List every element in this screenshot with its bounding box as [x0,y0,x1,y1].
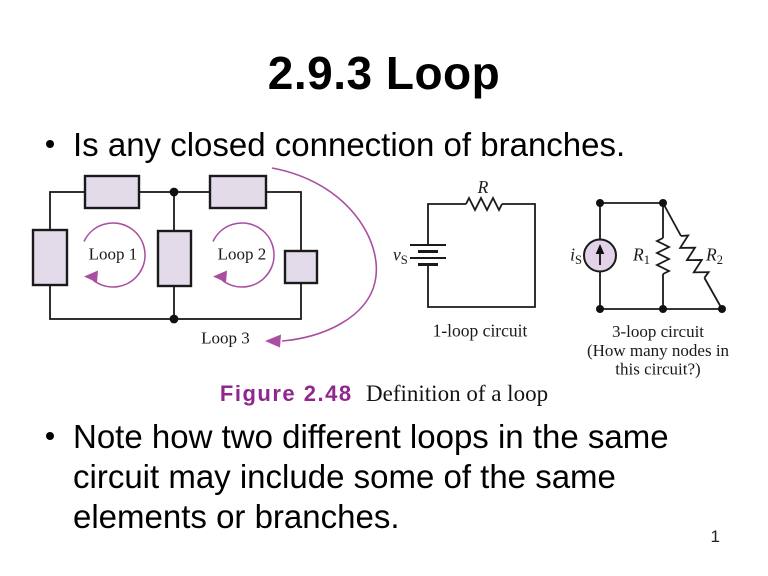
resistor-R1-label: R1 [632,245,650,268]
figure-caption-label: Figure 2.48 [219,381,353,406]
loop3-arrow-curve [271,167,378,342]
resistor-R2-zigzag-icon [678,234,711,279]
vs-source-label: vS [393,245,408,268]
three-loop-caption-line3: this circuit?) [615,360,700,379]
three-loop-circuit-diagram: iS R1 R2 3-loop circuit (How many nodes … [570,199,730,379]
bullet-text-1: Is any closed connection of branches. [73,126,626,163]
branch-box-right [283,249,319,285]
battery-icon [410,244,446,266]
left-circuit-diagram: Loop 1 Loop 2 Loop 3 [31,167,378,348]
resistor-R1-zigzag-icon [654,237,672,275]
three-loop-caption-line1: 3-loop circuit [612,322,704,341]
circuit-figure-svg: Loop 1 Loop 2 Loop 3 R vS 1-loop circuit [31,167,730,379]
vs-sub: S [401,253,408,267]
bullet-text-2: Note how two different loops in the same… [73,418,669,535]
resistor-R2-label: R2 [705,245,723,268]
r1-main: R [632,245,644,265]
page-number: 1 [710,527,720,546]
node-dot [659,305,667,313]
figure-caption: Figure 2.48 Definition of a loop [9,381,759,407]
loop3-arrowhead-icon [265,334,281,348]
loop2-label: Loop 2 [218,245,267,264]
loop3-label: Loop 3 [201,329,250,348]
r2-sub: 2 [717,253,723,267]
node-dot [659,199,667,207]
is-source-label: iS [570,245,582,268]
node-dot [596,199,604,207]
branch-box-top-left [83,174,141,210]
one-loop-circuit-diagram: R vS 1-loop circuit [393,177,536,341]
r1-sub: 1 [644,253,650,267]
r2-main: R [705,245,717,265]
figure-caption-text: Definition of a loop [366,381,549,406]
one-loop-wires [427,203,536,308]
bullet-item-2: Note how two different loops in the same… [46,417,701,537]
branch-box-middle [156,229,193,288]
current-source-arrowhead-icon [595,244,605,254]
bullet-dot-icon [46,432,54,440]
loop1-arrowhead-icon [84,270,98,283]
one-loop-caption: 1-loop circuit [433,321,528,341]
three-loop-caption-line2: (How many nodes in [587,341,730,360]
loop2-arrow [212,222,275,288]
slide-title: 2.9.3 Loop [267,47,501,99]
loop2-arrowhead-icon [213,270,227,283]
node-dot-top [169,187,179,197]
branch-box-top-right [208,174,268,210]
is-main: i [570,245,575,265]
node-dot [596,305,604,313]
node-dot [718,305,726,313]
bullet-item-1: Is any closed connection of branches. [46,125,625,165]
resistor-R-label: R [477,177,489,197]
is-sub: S [575,253,582,267]
r2-branch-wires [662,202,723,310]
resistor-R-zigzag-icon [465,195,503,213]
loop1-label: Loop 1 [89,245,138,264]
branch-box-left [31,228,69,287]
bullet-dot-icon [46,140,54,148]
vs-main: v [393,245,401,265]
node-dot-bottom [169,314,179,324]
loop1-arrow [83,222,146,288]
